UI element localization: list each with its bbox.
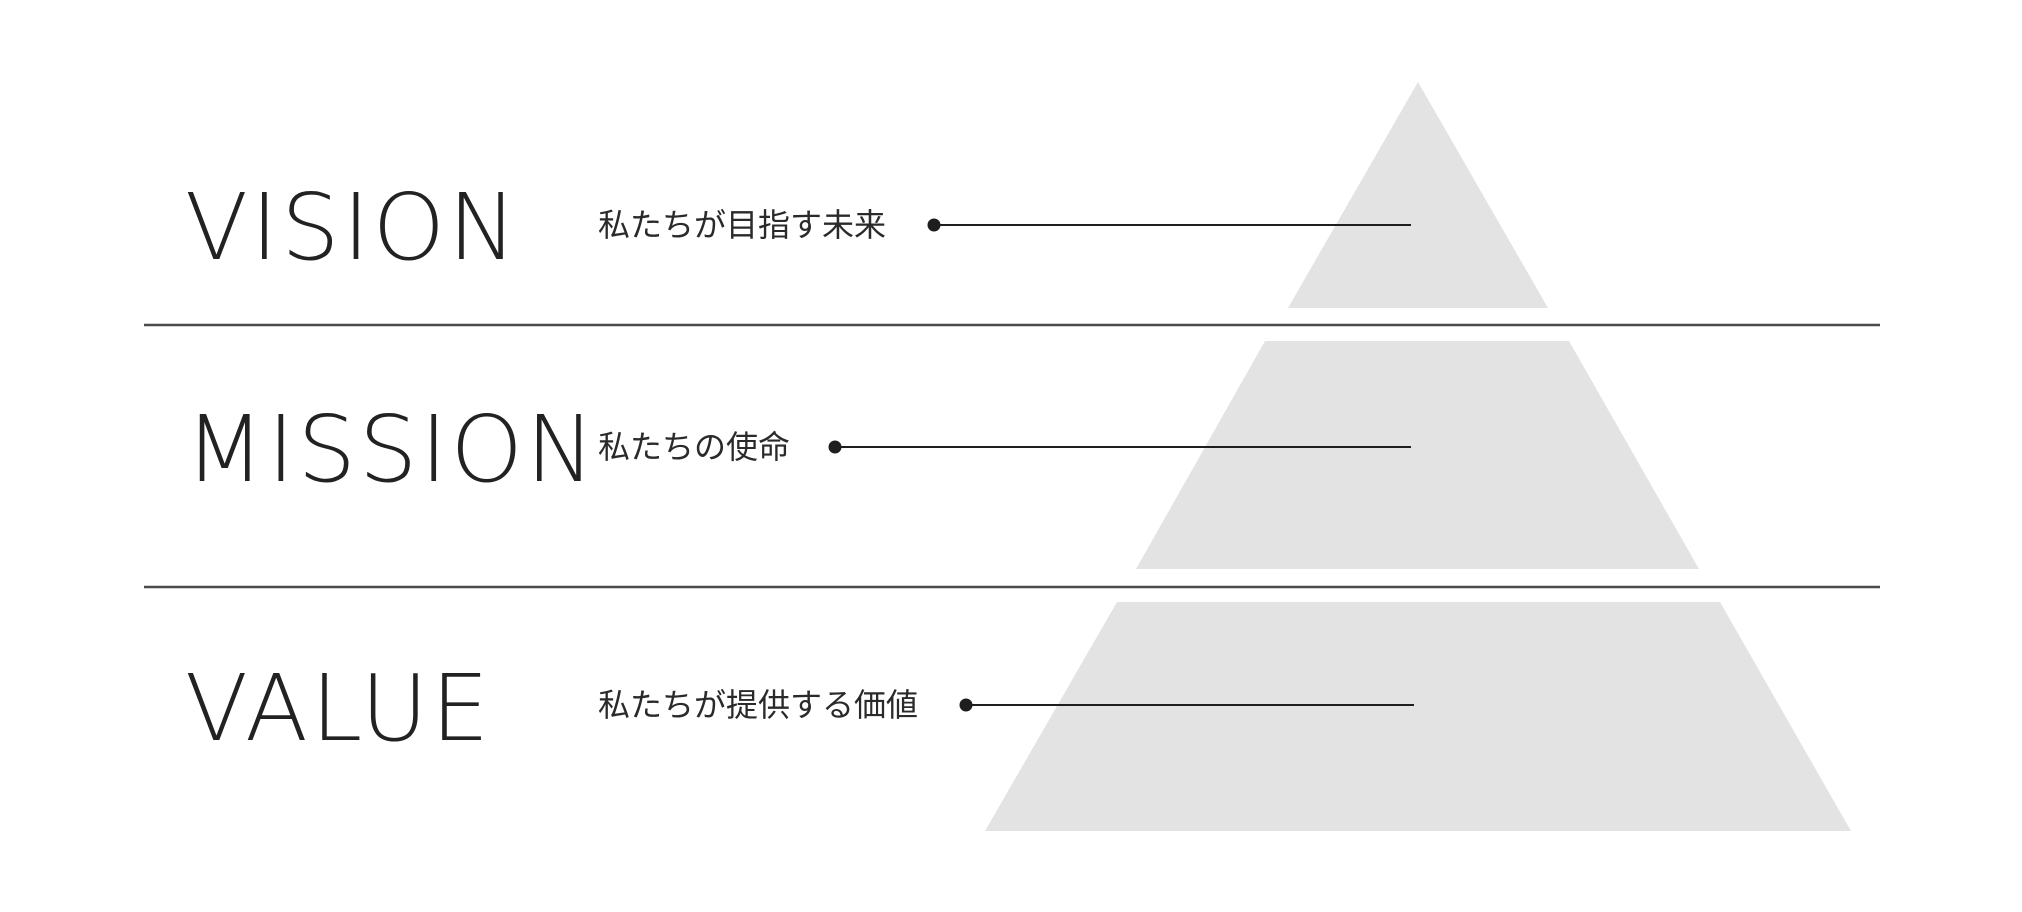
pyramid-tier-middle <box>1136 341 1699 569</box>
level-title-vision: VISION <box>185 174 520 281</box>
pyramid-tier-bottom <box>985 602 1851 831</box>
level-description-vision: 私たちが目指す未来 <box>598 206 886 244</box>
level-title-value: VALUE <box>185 655 492 762</box>
pyramid-tier-top <box>1288 82 1548 308</box>
level-description-value: 私たちが提供する価値 <box>598 686 918 724</box>
level-description-mission: 私たちの使命 <box>598 428 790 466</box>
level-title-mission: MISSION <box>185 396 598 503</box>
